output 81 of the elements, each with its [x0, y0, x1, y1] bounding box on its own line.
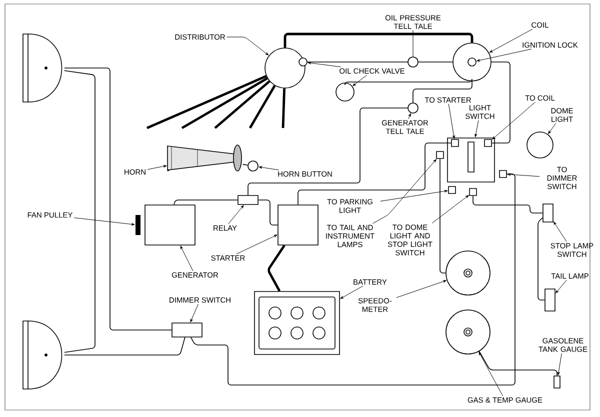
terminal [448, 186, 456, 194]
wire [248, 108, 408, 196]
headlamp-drawing [22, 34, 62, 102]
leader-line [412, 30, 414, 57]
distributor [264, 48, 306, 88]
tell-tale-lamp [408, 102, 418, 114]
leader-line [228, 205, 244, 224]
wire [174, 200, 238, 205]
wire [440, 158, 446, 274]
wire [64, 70, 96, 353]
wire [491, 62, 510, 144]
starter [278, 204, 318, 246]
horn-drawing [167, 144, 242, 172]
leader-line [396, 280, 446, 298]
stop-lamp-switch [542, 204, 554, 222]
headlamp-drawing [22, 320, 62, 390]
leader-line [236, 234, 278, 254]
terminal [469, 188, 477, 196]
wire [242, 164, 248, 166]
leader-line [507, 173, 540, 177]
tank-gauge [554, 376, 560, 388]
gauge [446, 310, 490, 354]
battery [254, 291, 340, 355]
leader-line [226, 36, 269, 56]
oil-check-valve [336, 82, 354, 102]
leader-line [548, 123, 556, 134]
relay [238, 195, 258, 205]
wire [258, 200, 278, 226]
leader-line [489, 28, 533, 53]
speedometer [446, 250, 490, 296]
light-switch [447, 138, 495, 182]
leader-line [190, 304, 198, 322]
leader-line [476, 48, 532, 62]
leader-line [372, 159, 436, 224]
leader-line [147, 165, 167, 170]
dimmer-switch [172, 322, 202, 338]
leader-line [74, 217, 135, 226]
wire [538, 217, 545, 300]
generator [144, 204, 196, 246]
leader-line [492, 102, 536, 140]
fan-pulley [136, 215, 140, 235]
tell-tale-lamp [408, 56, 418, 68]
leader-line [554, 222, 567, 242]
wire [64, 337, 186, 356]
leader-line [557, 353, 562, 376]
wire [268, 244, 286, 292]
wire [64, 68, 172, 330]
wire [181, 77, 268, 130]
terminal [484, 139, 492, 147]
leader-line [408, 113, 411, 119]
leader-line [258, 166, 279, 170]
terminal [499, 170, 507, 178]
leader-line [448, 104, 456, 139]
wire [282, 88, 286, 128]
wire [472, 196, 543, 214]
wire [284, 32, 474, 48]
wire [214, 80, 270, 129]
wire [190, 174, 516, 386]
wire [248, 85, 276, 129]
leader-line [380, 190, 448, 202]
oil-fitting [298, 58, 308, 66]
wire [146, 75, 267, 130]
leader-line [478, 352, 504, 396]
horn-button [248, 160, 258, 172]
leader-line [556, 280, 567, 294]
wire [298, 142, 452, 205]
leader-line [308, 62, 342, 68]
leader-line [432, 195, 469, 224]
coil [452, 42, 492, 82]
tail-lamp [544, 288, 556, 312]
wire [478, 350, 558, 376]
wire [412, 81, 472, 103]
leader-line [474, 120, 479, 138]
terminal [436, 151, 444, 159]
wire [344, 78, 472, 86]
ignition-lock [468, 58, 476, 66]
leader-line [352, 74, 368, 86]
dome-light [526, 132, 554, 158]
terminal [451, 139, 459, 147]
leader-line [340, 286, 364, 299]
leader-line [180, 246, 194, 272]
